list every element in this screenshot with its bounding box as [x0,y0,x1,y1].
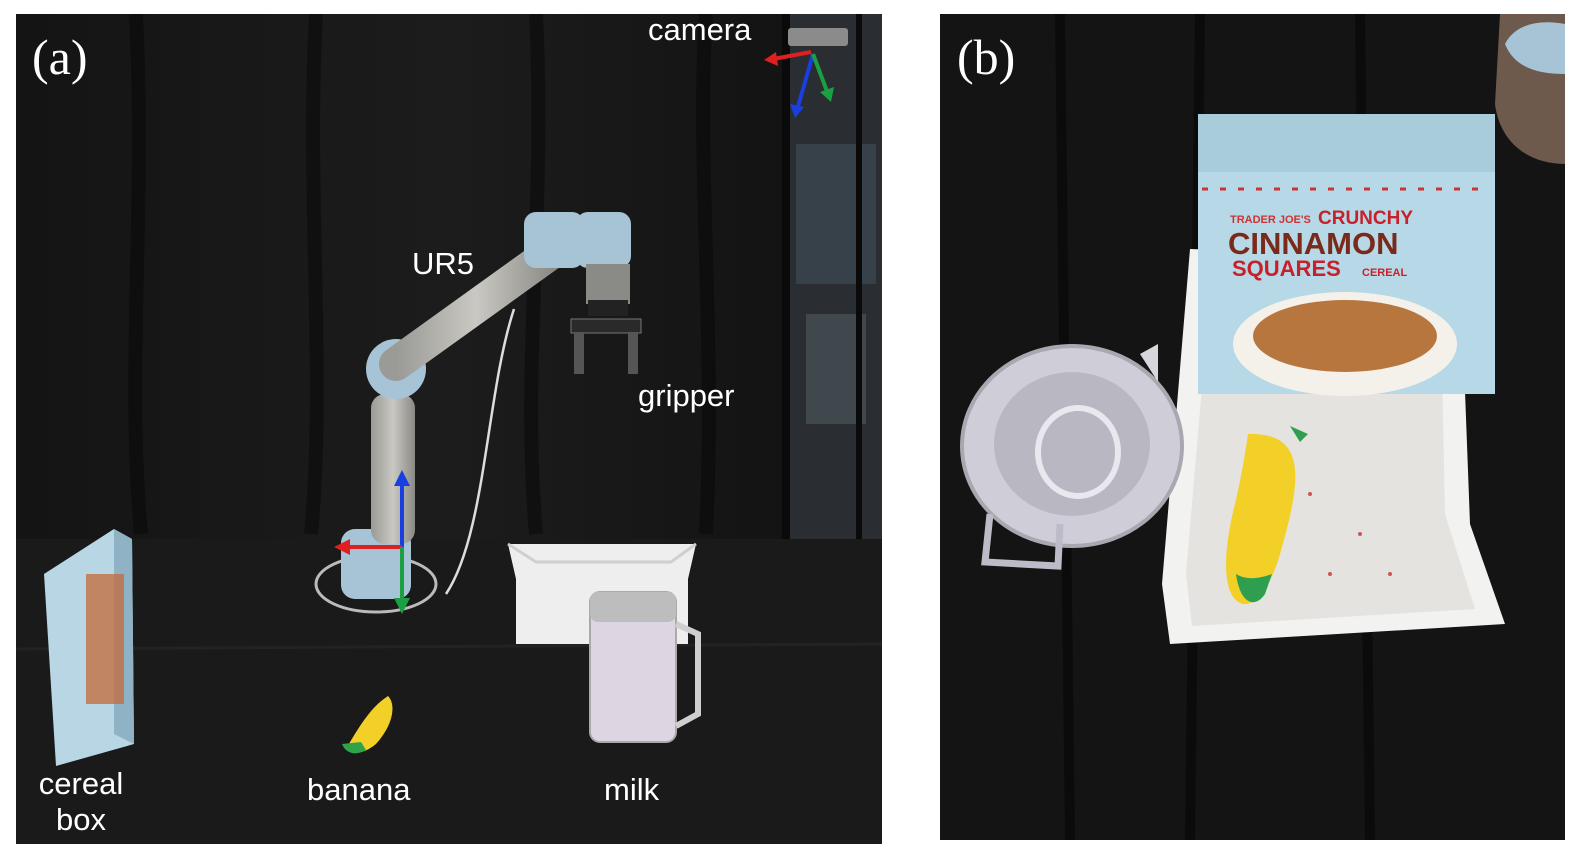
camera-mount-post [782,14,790,644]
banana-b [1226,426,1308,605]
ur5-robot-arm [314,212,631,614]
banana-a [346,696,393,753]
label-camera: camera [648,14,752,47]
box-brand-text: TRADER JOE'S [1230,214,1311,226]
panel-b-tag: (b) [957,29,1016,85]
panel-a-photo: (a) camera UR5 gripper cereal box banana… [16,14,882,844]
box-line2-text: CINNAMON [1228,226,1399,261]
milk-pitcher-a [589,591,701,743]
box-line1-text: CRUNCHY [1318,208,1413,229]
panel-a-tag: (a) [32,29,88,85]
base-axes [334,470,410,614]
cereal-box-a [44,529,134,766]
label-gripper: gripper [638,378,735,413]
table-surface [16,539,882,844]
milk-pitcher-b [960,344,1184,570]
label-banana: banana [307,772,411,807]
label-ur5: UR5 [412,246,475,281]
camera-axes [764,50,834,118]
box-line3-text: SQUARES [1232,256,1341,281]
cereal-box-b: TRADER JOE'S CRUNCHY CINNAMON SQUARES CE… [1198,114,1495,396]
box-line3-suffix: CEREAL [1362,267,1408,279]
label-cereal-box: cereal box [34,766,128,837]
panel-b-scene: TRADER JOE'S CRUNCHY CINNAMON SQUARES CE… [940,14,1565,840]
camera-device [788,28,848,46]
label-milk: milk [604,772,660,807]
label-cereal-line1: cereal [38,766,124,801]
gripper [570,318,642,374]
panel-a-scene [16,14,882,844]
label-cereal-line2: box [56,801,106,837]
panel-b-photo: TRADER JOE'S CRUNCHY CINNAMON SQUARES CE… [940,14,1565,840]
